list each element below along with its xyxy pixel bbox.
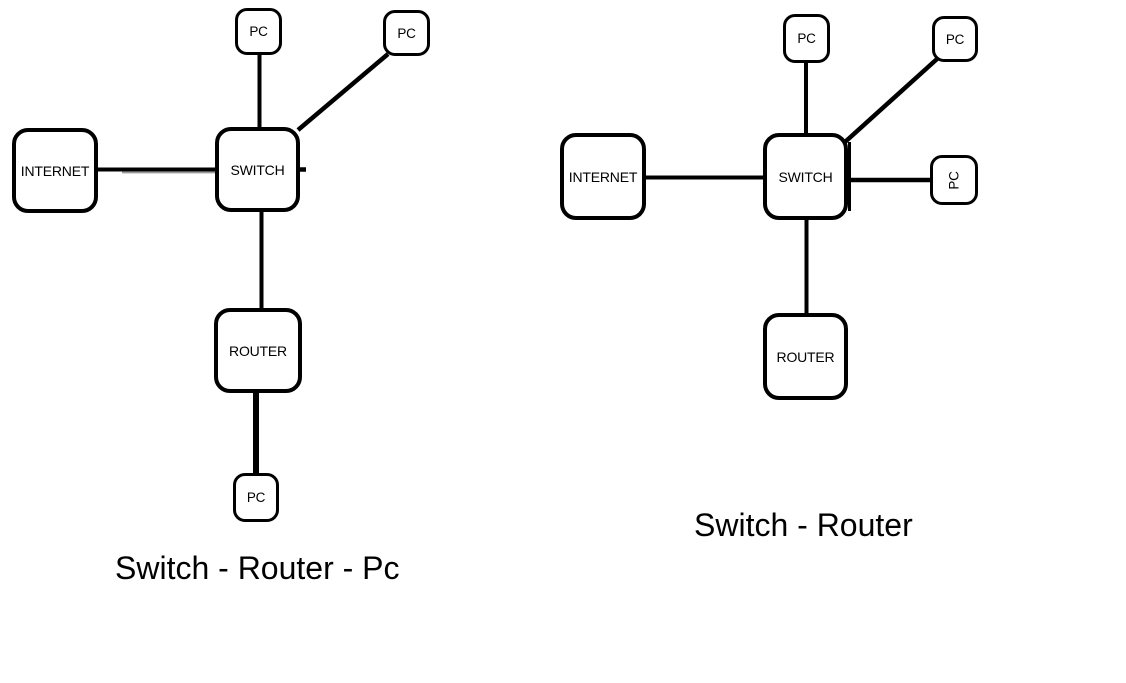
pc-node-label: PC <box>397 25 416 41</box>
connector-pctopright-switch-right <box>843 57 939 144</box>
router-node: ROUTER <box>763 313 848 400</box>
switch-node-label: SWITCH <box>778 168 833 185</box>
pc-node: PC <box>233 473 279 522</box>
switch-node: SWITCH <box>763 133 848 220</box>
diagram-right-caption: Switch - Router <box>694 507 913 543</box>
internet-node: INTERNET <box>12 128 98 213</box>
connector-pctopright-switch-left <box>296 52 390 132</box>
pc-node-label: PC <box>945 31 965 47</box>
pc-node: PC <box>783 14 830 63</box>
internet-node-label: INTERNET <box>20 162 90 179</box>
pc-node-label: PC <box>249 24 268 39</box>
switch-node: SWITCH <box>215 127 300 212</box>
internet-node-label: INTERNET <box>568 168 638 185</box>
pc-node-label: PC <box>797 31 816 46</box>
pc-node: PC <box>235 8 282 55</box>
diagram-left-caption: Switch - Router - Pc <box>115 550 400 586</box>
pc-node: PC <box>932 16 978 62</box>
router-node: ROUTER <box>214 308 302 393</box>
pc-node: PC <box>383 10 430 56</box>
internet-node: INTERNET <box>560 133 646 220</box>
pc-node-rotated: PC <box>930 155 978 205</box>
pc-node-label: PC <box>946 170 962 190</box>
switch-node-label: SWITCH <box>230 161 285 178</box>
router-node-label: ROUTER <box>229 342 287 359</box>
pc-node-label: PC <box>246 490 266 505</box>
router-node-label: ROUTER <box>776 348 835 365</box>
